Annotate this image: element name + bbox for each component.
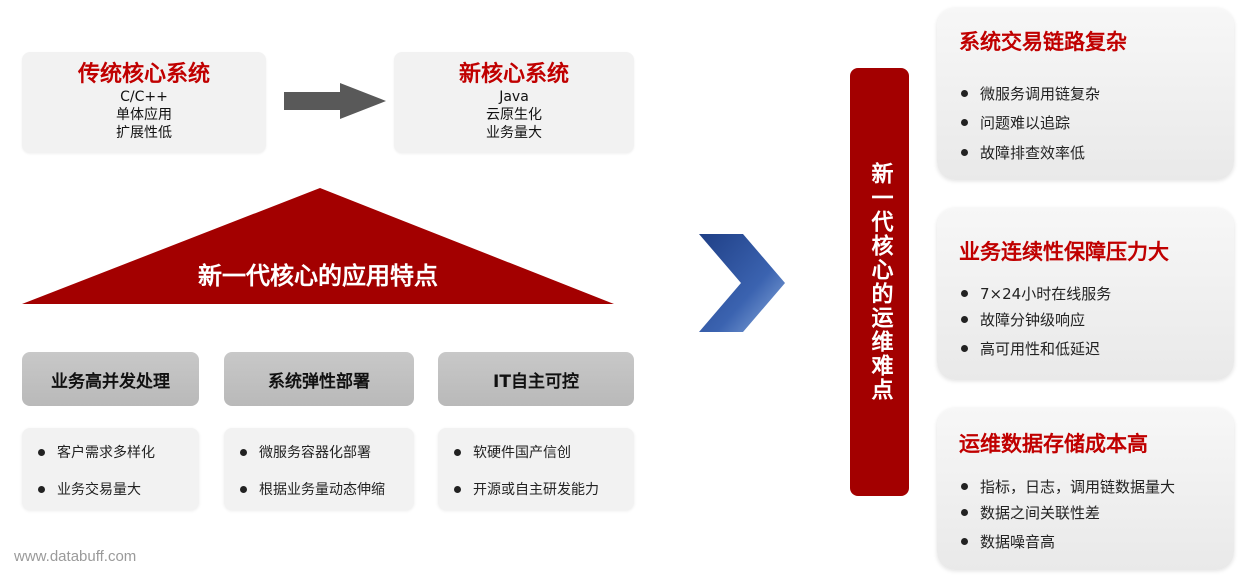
feature-header-elastic: 系统弹性部署 (224, 352, 414, 406)
legacy-core-line: 单体应用 (116, 107, 172, 123)
new-core-box: 新核心系统 Java 云原生化 业务量大 (394, 52, 634, 153)
feature-bullet: 根据业务量动态伸缩 (240, 479, 385, 499)
chevron-right-icon (699, 234, 785, 332)
legacy-core-line: C/C++ (120, 89, 168, 105)
bullet-dot-icon (961, 290, 968, 297)
bullet-dot-icon (961, 90, 968, 97)
feature-body-concurrency: 客户需求多样化 业务交易量大 (22, 428, 199, 510)
bullet-dot-icon (961, 316, 968, 323)
feature-bullet: 微服务容器化部署 (240, 442, 371, 462)
ops-challenges-bar: 新一代核心的运维难点 (850, 68, 909, 496)
bullet-dot-icon (961, 538, 968, 545)
challenge-bullet: 故障排查效率低 (961, 142, 1085, 163)
bullet-dot-icon (961, 509, 968, 516)
challenge-bullet: 数据之间关联性差 (961, 502, 1100, 523)
bullet-dot-icon (961, 149, 968, 156)
new-core-line: Java (499, 89, 529, 105)
feature-bullet: 业务交易量大 (38, 479, 141, 499)
bullet-dot-icon (38, 485, 45, 493)
new-core-title: 新核心系统 (458, 62, 569, 87)
challenge-card-continuity: 业务连续性保障压力大 7×24小时在线服务 故障分钟级响应 高可用性和低延迟 (937, 208, 1234, 380)
challenge-bullet: 微服务调用链复杂 (961, 83, 1100, 104)
legacy-core-box: 传统核心系统 C/C++ 单体应用 扩展性低 (22, 52, 266, 153)
bullet-dot-icon (454, 485, 461, 493)
triangle-label: 新一代核心的应用特点 (198, 262, 438, 290)
new-core-line: 云原生化 (486, 107, 542, 123)
challenge-card-title: 运维数据存储成本高 (959, 432, 1148, 456)
feature-bullet: 客户需求多样化 (38, 442, 155, 462)
challenge-bullet: 故障分钟级响应 (961, 309, 1085, 330)
challenge-bullet: 指标，日志，调用链数据量大 (961, 476, 1175, 497)
bullet-dot-icon (38, 448, 45, 456)
challenge-card-trace: 系统交易链路复杂 微服务调用链复杂 问题难以追踪 故障排查效率低 (937, 8, 1234, 180)
feature-body-autonomy: 软硬件国产信创 开源或自主研发能力 (438, 428, 634, 510)
challenge-bullet: 高可用性和低延迟 (961, 338, 1100, 359)
feature-bullet: 开源或自主研发能力 (454, 479, 599, 499)
legacy-core-line: 扩展性低 (116, 125, 172, 141)
feature-header-concurrency: 业务高并发处理 (22, 352, 199, 406)
new-core-line: 业务量大 (486, 125, 542, 141)
bullet-dot-icon (961, 345, 968, 352)
bullet-dot-icon (240, 448, 247, 456)
legacy-core-title: 传统核心系统 (77, 62, 210, 87)
feature-body-elastic: 微服务容器化部署 根据业务量动态伸缩 (224, 428, 414, 510)
challenge-card-title: 系统交易链路复杂 (959, 30, 1127, 54)
bullet-dot-icon (961, 119, 968, 126)
watermark: www.databuff.com (14, 548, 137, 565)
challenge-card-storage: 运维数据存储成本高 指标，日志，调用链数据量大 数据之间关联性差 数据噪音高 (937, 408, 1234, 570)
bullet-dot-icon (961, 483, 968, 490)
challenge-card-title: 业务连续性保障压力大 (959, 240, 1169, 264)
bullet-dot-icon (240, 485, 247, 493)
arrow-right-icon (284, 83, 386, 119)
feature-header-autonomy: IT自主可控 (438, 352, 634, 406)
feature-bullet: 软硬件国产信创 (454, 442, 571, 462)
challenge-bullet: 问题难以追踪 (961, 112, 1070, 133)
bullet-dot-icon (454, 448, 461, 456)
ops-challenges-label: 新一代核心的运维难点 (867, 162, 893, 402)
features-triangle (22, 188, 614, 304)
challenge-bullet: 数据噪音高 (961, 531, 1055, 552)
challenge-bullet: 7×24小时在线服务 (961, 283, 1111, 304)
